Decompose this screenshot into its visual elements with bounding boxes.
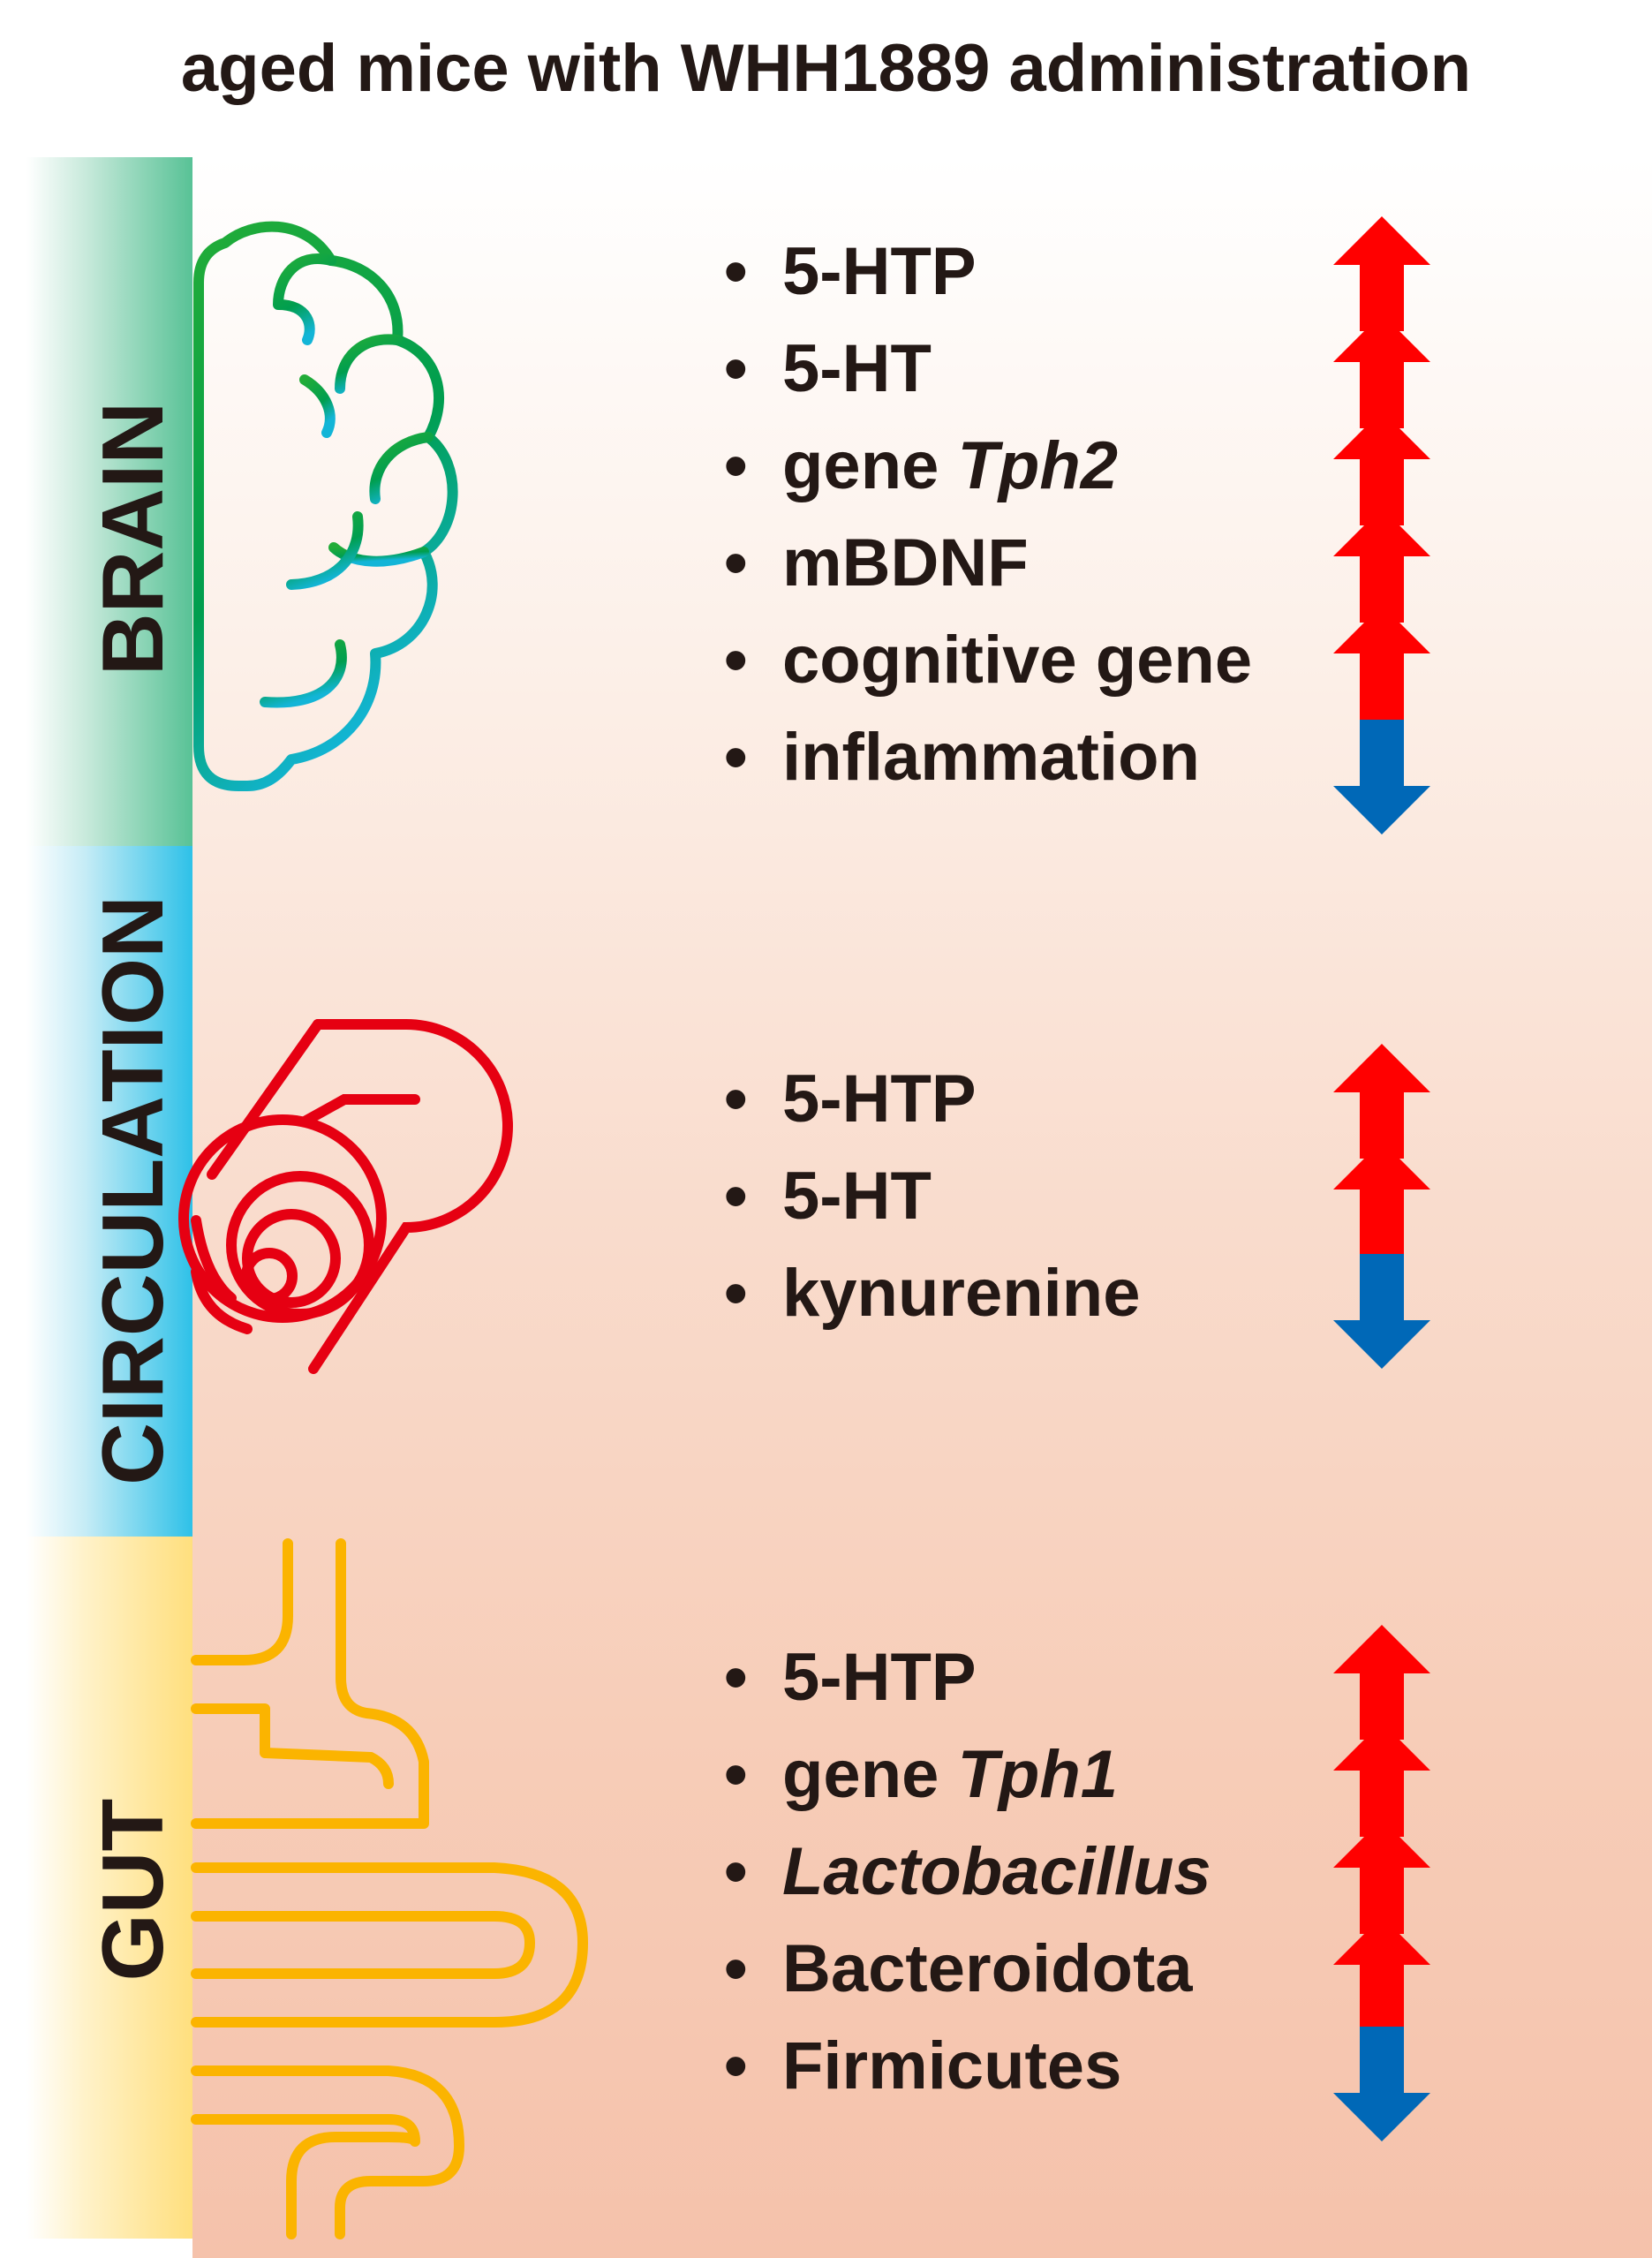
gut-item-firmicutes: •Firmicutes: [724, 2028, 1122, 2103]
circulation-kynurenine-down-arrow-icon: [1333, 1254, 1430, 1369]
brain-5htp-up-arrow-icon: [1333, 216, 1430, 331]
gut-item-tph1: •gene Tph1: [724, 1737, 1119, 1812]
background-panel: [192, 157, 1652, 2258]
gut-item-bacteroidota: •Bacteroidota: [724, 1931, 1193, 2006]
gut-band: [26, 1537, 192, 2239]
circulation-item-kynurenine: •kynurenine: [724, 1256, 1141, 1331]
brain-tph2-up-arrow-icon: [1333, 411, 1430, 525]
brain-icon: [193, 221, 458, 791]
brain-cognitive-gene-up-arrow-icon: [1333, 605, 1430, 720]
brain-mbdnf-up-arrow-icon: [1333, 508, 1430, 623]
circulation-item-5htp: •5-HTP: [724, 1061, 977, 1137]
figure-title: aged mice with WHH1889 administration: [180, 31, 1472, 106]
brain-inflammation-down-arrow-icon: [1333, 720, 1430, 834]
blood-vessel-icon: [178, 1019, 513, 1374]
circulation-band: [26, 846, 192, 1537]
gut-item-lactobacillus: •Lactobacillus: [724, 1834, 1211, 1909]
circulation-item-5ht: •5-HT: [724, 1159, 932, 1234]
circulation-5htp-up-arrow-icon: [1333, 1044, 1430, 1159]
brain-item-5ht: •5-HT: [724, 331, 932, 406]
brain-5ht-up-arrow-icon: [1333, 313, 1430, 428]
brain-item-inflammation: •inflammation: [724, 720, 1200, 795]
brain-item-mbdnf: •mBDNF: [724, 525, 1029, 600]
brain-item-5htp: •5-HTP: [724, 234, 977, 309]
gut-lactobacillus-up-arrow-icon: [1333, 1819, 1430, 1934]
brain-band: [26, 157, 192, 846]
gut-tph1-up-arrow-icon: [1333, 1722, 1430, 1837]
brain-item-cognitive-gene: •cognitive gene: [724, 623, 1253, 698]
circulation-5ht-up-arrow-icon: [1333, 1141, 1430, 1256]
brain-item-tph2: •gene Tph2: [724, 428, 1119, 503]
gut-5htp-up-arrow-icon: [1333, 1625, 1430, 1740]
gut-bacteroidota-up-arrow-icon: [1333, 1916, 1430, 2031]
gut-item-5htp: •5-HTP: [724, 1640, 977, 1715]
gut-firmicutes-down-arrow-icon: [1333, 2027, 1430, 2141]
intestine-icon: [191, 1538, 588, 2239]
